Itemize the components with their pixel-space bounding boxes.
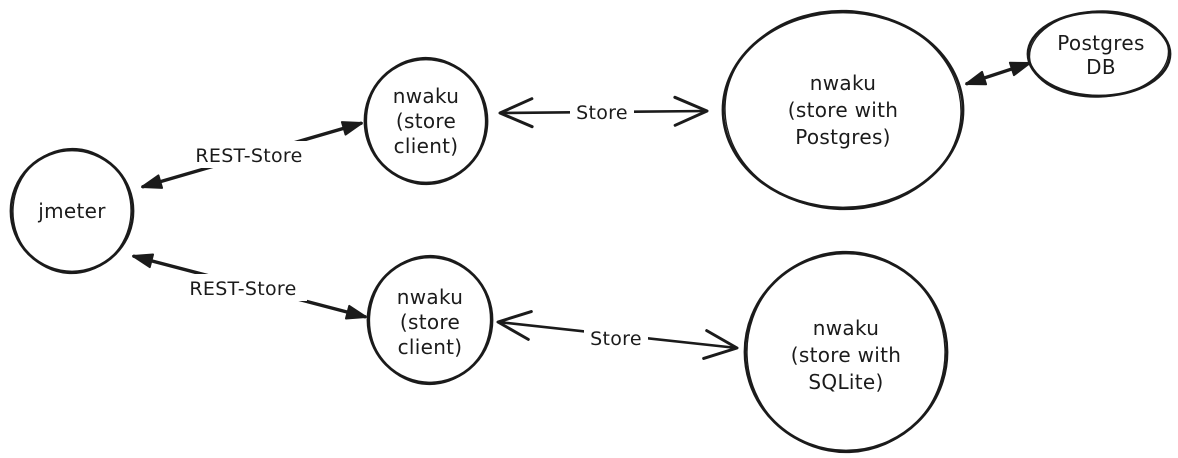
node-nwaku-store-client-top-line1: nwaku [393, 84, 459, 108]
edge-store-bottom: Store [496, 310, 739, 360]
node-nwaku-store-sqlite-shape [743, 251, 949, 453]
node-nwaku-store-postgres-shape [721, 10, 965, 210]
node-nwaku-store-client-bottom-line3: client) [398, 335, 463, 359]
edge-store-bottom-label-bg [584, 323, 648, 351]
node-jmeter-label: jmeter [37, 199, 106, 223]
edge-store-top-label-bg [570, 97, 634, 125]
node-nwaku-store-client-bottom-shape [366, 255, 494, 385]
node-nwaku-store-client-bottom: nwaku (store client) [366, 254, 494, 386]
node-postgres-db-line1: Postgres [1057, 31, 1144, 55]
node-jmeter: jmeter [9, 147, 135, 275]
edge-rest-store-bottom-label-bg [179, 274, 307, 301]
edge-rest-store-bottom: REST-Store [132, 253, 367, 320]
node-nwaku-store-postgres-line2: (store with [788, 98, 898, 122]
node-jmeter-overdraw [12, 147, 132, 275]
node-nwaku-store-client-top-shape [363, 57, 489, 185]
edge-store-top-label: Store [576, 102, 628, 124]
edge-rest-store-top-label-bg [185, 141, 313, 168]
node-nwaku-store-client-bottom-line2: (store [400, 310, 460, 334]
edge-postgres-link [965, 61, 1031, 86]
edge-postgres-link-line [965, 61, 1031, 86]
edge-store-top: Store [498, 95, 709, 129]
node-jmeter-shape [9, 148, 135, 274]
node-nwaku-store-postgres-line3: Postgres) [795, 125, 891, 149]
edge-rest-store-top: REST-Store [141, 121, 363, 189]
node-nwaku-store-client-top-overdraw [365, 56, 487, 186]
edge-rest-store-top-label: REST-Store [195, 145, 302, 167]
node-nwaku-store-sqlite-overdraw [746, 250, 946, 454]
node-nwaku-store-postgres-line1: nwaku [810, 71, 876, 95]
node-nwaku-store-sqlite: nwaku (store with SQLite) [743, 250, 949, 454]
node-nwaku-store-sqlite-line3: SQLite) [808, 370, 883, 394]
node-nwaku-store-client-bottom-line1: nwaku [397, 285, 463, 309]
node-nwaku-store-client-top-line3: client) [394, 134, 459, 158]
edge-rest-store-bottom-label: REST-Store [189, 278, 296, 300]
node-nwaku-store-postgres-overdraw [724, 9, 962, 211]
edge-store-bottom-label: Store [590, 328, 642, 350]
node-nwaku-store-client-top: nwaku (store client) [363, 56, 489, 186]
node-postgres-db: Postgres DB [1026, 10, 1172, 98]
node-nwaku-store-postgres: nwaku (store with Postgres) [721, 9, 965, 211]
node-nwaku-store-sqlite-line1: nwaku [813, 316, 879, 340]
node-postgres-db-line2: DB [1086, 55, 1116, 79]
node-nwaku-store-client-top-line2: (store [396, 109, 456, 133]
node-nwaku-store-sqlite-line2: (store with [791, 343, 901, 367]
node-postgres-db-shape [1026, 10, 1172, 98]
node-postgres-db-overdraw [1028, 10, 1170, 98]
node-nwaku-store-client-bottom-overdraw [368, 254, 492, 386]
